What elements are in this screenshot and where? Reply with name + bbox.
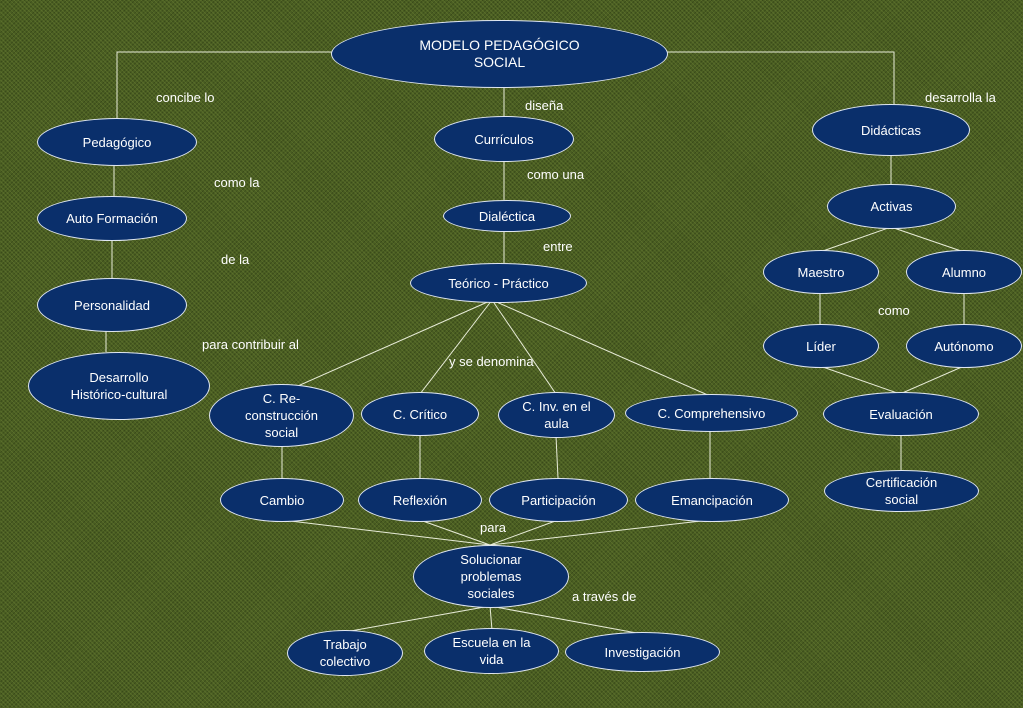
node-emancipacion-label: Emancipación <box>671 492 753 508</box>
connector-activas-maestro <box>819 226 892 253</box>
connector-teorico-comprehensivo <box>491 299 711 397</box>
node-dialectica: Dialéctica <box>443 200 571 232</box>
node-didacticas: Didácticas <box>812 104 970 156</box>
connector-solucionar-escuela <box>489 605 493 631</box>
node-c-inv-label: C. Inv. en el aula <box>522 399 591 431</box>
label-como-una: como una <box>527 167 585 182</box>
node-trabajo: Trabajo colectivo <box>287 630 403 676</box>
node-c-reconstruccion-label: C. Re- construcción social <box>245 391 318 440</box>
node-c-critico-label: C. Crítico <box>392 406 448 422</box>
connector-activas-alumno <box>890 226 965 253</box>
node-activas-label: Activas <box>870 199 913 214</box>
node-participacion: Participación <box>489 478 628 522</box>
node-pedagogico: Pedagógico <box>37 118 197 166</box>
label-desarrolla-la: desarrolla la <box>925 90 996 105</box>
node-lider: Líder <box>763 324 879 368</box>
node-lider-label: Líder <box>806 338 836 354</box>
node-solucionar-label: Solucionar problemas sociales <box>460 552 522 601</box>
node-c-comprehensivo: C. Comprehensivo <box>625 394 798 432</box>
node-maestro-label: Maestro <box>797 264 845 280</box>
node-solucionar: Solucionar problemas sociales <box>413 545 569 608</box>
connector-autonomo-evaluacion <box>899 365 965 395</box>
node-c-critico: C. Crítico <box>361 392 479 436</box>
connector-participacion-solucionar <box>489 519 559 546</box>
connector-teorico-reconstruccion <box>281 299 493 394</box>
node-pedagogico-label: Pedagógico <box>82 134 152 150</box>
node-certificacion-label: Certificación social <box>865 475 938 507</box>
node-personalidad: Personalidad <box>37 278 187 332</box>
node-participacion-label: Participación <box>521 492 596 508</box>
connector-title-right <box>667 51 895 104</box>
label-y-se-denomina: y se denomina <box>449 354 534 369</box>
title-text: MODELO PEDAGÓGICO SOCIAL <box>419 37 580 70</box>
node-auto-formacion: Auto Formación <box>37 196 187 241</box>
node-c-comprehensivo-label: C. Comprehensivo <box>657 405 766 421</box>
label-entre: entre <box>543 239 573 254</box>
label-de-la: de la <box>221 252 250 267</box>
node-escuela-label: Escuela en la vida <box>452 635 531 667</box>
node-personalidad-label: Personalidad <box>74 297 150 313</box>
node-teorico-practico: Teórico - Práctico <box>410 263 587 303</box>
node-desarrollo: Desarrollo Histórico-cultural <box>28 352 210 420</box>
connector-reflexion-solucionar <box>419 519 491 546</box>
label-concibe-lo: concibe lo <box>156 90 215 105</box>
node-trabajo-label: Trabajo colectivo <box>319 637 371 669</box>
node-cambio: Cambio <box>220 478 344 522</box>
node-auto-formacion-label: Auto Formación <box>66 211 158 226</box>
connector-inv-participacion <box>555 435 559 479</box>
node-alumno-label: Alumno <box>941 264 987 280</box>
node-teorico-practico-label: Teórico - Práctico <box>448 275 549 291</box>
node-investigacion-label: Investigación <box>604 644 681 660</box>
label-para-contribuir-al: para contribuir al <box>202 337 299 352</box>
node-reflexion-label: Reflexión <box>392 492 448 508</box>
connector-teorico-inv <box>491 299 557 395</box>
node-emancipacion: Emancipación <box>635 478 789 522</box>
label-disena: diseña <box>525 98 564 113</box>
label-como: como <box>878 303 910 318</box>
connector-title-left <box>116 51 332 118</box>
node-cambio-label: Cambio <box>259 492 305 508</box>
node-activas: Activas <box>827 184 956 229</box>
node-autonomo: Autónomo <box>906 324 1022 368</box>
node-escuela: Escuela en la vida <box>424 628 559 674</box>
node-c-inv: C. Inv. en el aula <box>498 392 615 438</box>
node-autonomo-label: Autónomo <box>934 338 994 354</box>
connector-teorico-critico <box>419 299 493 395</box>
label-a-traves-de: a través de <box>572 589 637 604</box>
node-evaluacion-label: Evaluación <box>869 406 933 422</box>
connector-solucionar-trabajo <box>344 605 491 633</box>
node-maestro: Maestro <box>763 250 879 294</box>
node-dialectica-label: Dialéctica <box>478 208 536 224</box>
node-alumno: Alumno <box>906 250 1022 294</box>
connector-lider-evaluacion <box>819 365 901 395</box>
node-investigacion: Investigación <box>565 632 720 672</box>
node-evaluacion: Evaluación <box>823 392 979 436</box>
label-para: para <box>480 520 507 535</box>
connector-cambio-solucionar <box>281 519 491 546</box>
connector-solucionar-investigacion <box>489 605 643 635</box>
node-desarrollo-label: Desarrollo Histórico-cultural <box>70 370 168 402</box>
label-como-la: como la <box>214 175 260 190</box>
node-c-reconstruccion: C. Re- construcción social <box>209 384 354 447</box>
node-reflexion: Reflexión <box>358 478 482 522</box>
node-curriculos: Currículos <box>434 116 574 162</box>
connector-emancipacion-solucionar <box>489 519 711 546</box>
node-curriculos-label: Currículos <box>474 131 534 147</box>
title-node: MODELO PEDAGÓGICO SOCIAL <box>331 20 668 88</box>
node-didacticas-label: Didácticas <box>861 122 921 138</box>
node-certificacion: Certificación social <box>824 470 979 512</box>
